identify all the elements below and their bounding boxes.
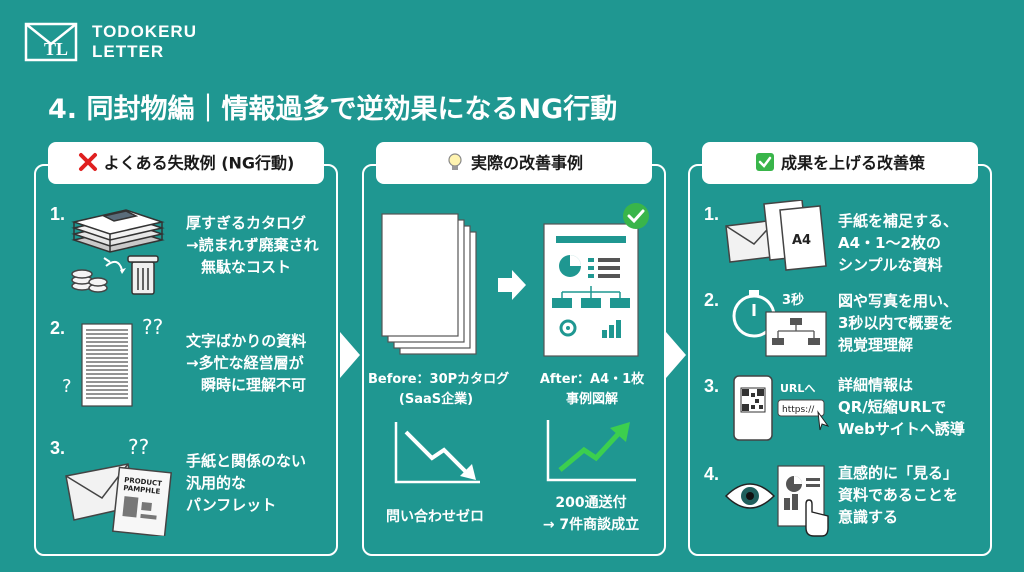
text-line: 手紙と関係のない: [186, 452, 307, 470]
text-line: QR/短縮URLで: [838, 398, 947, 416]
eye-visual-doc-icon: [724, 465, 829, 537]
ng-item-2-text: 文字ばかりの資料 →多忙な経営層が 瞬時に理解不可: [186, 330, 306, 396]
ng-item-1-text: 厚すぎるカタログ →読まれず廃棄され 無駄なコスト: [186, 212, 319, 278]
text-line: 文字ばかりの資料: [186, 332, 307, 350]
text-line: シンプルな資料: [838, 256, 943, 274]
text-line: 視覚理理解: [838, 336, 914, 354]
svg-text:??: ??: [142, 315, 163, 339]
chevron-right-icon: [666, 332, 686, 378]
text-line: 3秒以内で概要を: [838, 314, 954, 332]
case-panel-header: 実際の改善事例: [376, 142, 652, 184]
lightbulb-icon: [448, 152, 462, 170]
text-line: →多忙な経営層が: [186, 354, 304, 372]
timer-diagram-icon: 3秒: [732, 290, 827, 357]
text-line: (SaaS企業): [398, 392, 474, 407]
arrow-right-icon: [498, 270, 526, 300]
ng-panel-header: よくある失敗例 (NG行動): [48, 142, 324, 184]
svg-text:URLへ: URLへ: [780, 382, 815, 395]
item-number: 1.: [704, 204, 720, 224]
page-title: 4. 同封物編｜情報過多で逆効果になるNG行動: [48, 94, 618, 125]
text-line: 詳細情報は: [838, 376, 914, 394]
ng-panel-title: よくある失敗例 (NG行動): [103, 153, 295, 173]
text-line: 事例図解: [565, 392, 618, 407]
solution-1-text: 手紙を補足する、 A4・1〜2枚の シンプルな資料: [838, 210, 958, 276]
text-line: 直感的に「見る」: [838, 464, 959, 482]
one-page-infographic-icon: [543, 203, 649, 357]
brand-line-2: LETTER: [92, 42, 165, 61]
improvement-panel-title: 成果を上げる改善策: [780, 153, 925, 173]
item-number: 2.: [50, 318, 66, 338]
item-number: 2.: [704, 290, 720, 310]
before-caption: Before：30Pカタログ (SaaS企業): [368, 370, 510, 410]
item-number: 4.: [704, 464, 720, 484]
rising-chart-icon: [546, 420, 636, 482]
text-line: 資料であることを: [838, 486, 958, 504]
text-line: After：A4・1枚: [539, 372, 645, 387]
thick-catalog-stack-icon: [381, 213, 477, 355]
improvement-panel-header: 成果を上げる改善策: [702, 142, 978, 184]
cross-mark-icon: [78, 152, 97, 171]
text-line: →読まれず廃棄され: [186, 236, 319, 254]
case-panel-title: 実際の改善事例: [470, 153, 583, 173]
brand-line-1: TODOKERU: [92, 22, 197, 41]
solution-2-text: 図や写真を用い、 3秒以内で概要を 視覚理理解: [838, 290, 958, 356]
chevron-right-icon: [340, 332, 360, 378]
text-line: Webサイトへ誘導: [838, 420, 965, 438]
item-number: 3.: [50, 438, 66, 458]
text-line: 意識する: [838, 508, 899, 526]
thick-catalog-trash-icon: [71, 209, 165, 295]
text-line: → 7件商談成立: [542, 517, 640, 533]
svg-text:PRODUCT: PRODUCT: [124, 476, 163, 488]
text-line: パンフレット: [186, 496, 277, 514]
after-result: 200通送付 → 7件商談成立: [526, 492, 656, 536]
text-line: 厚すぎるカタログ: [186, 214, 307, 232]
envelope-logo-icon: TL: [24, 22, 78, 62]
solution-4-text: 直感的に「見る」 資料であることを 意識する: [838, 462, 958, 528]
svg-text:A4: A4: [792, 233, 811, 248]
before-result: 問い合わせゼロ: [386, 509, 484, 525]
envelope-pamphlet-icon: ?? PRODUCT PAMPHLE: [65, 435, 173, 536]
text-line: 手紙を補足する、: [838, 212, 959, 230]
envelope-a4-doc-icon: A4: [725, 200, 827, 271]
after-caption: After：A4・1枚 事例図解: [524, 370, 660, 410]
text-line: 汎用的な: [186, 474, 247, 492]
text-line: 瞬時に理解不可: [186, 376, 307, 394]
brand-name: TODOKERU LETTER: [92, 22, 197, 62]
text-heavy-document-icon: ?? ?: [62, 315, 163, 407]
svg-text:PAMPHLE: PAMPHLE: [123, 484, 161, 496]
svg-text:TL: TL: [44, 39, 68, 59]
text-line: 無駄なコスト: [186, 258, 292, 276]
svg-text:3秒: 3秒: [782, 292, 804, 308]
solution-3-text: 詳細情報は QR/短縮URLで Webサイトへ誘導: [838, 374, 965, 440]
declining-chart-icon: [394, 422, 480, 484]
item-number: 3.: [704, 376, 720, 396]
text-line: 200通送付: [555, 495, 627, 511]
check-box-icon: [755, 152, 774, 171]
item-number: 1.: [50, 204, 66, 224]
text-line: A4・1〜2枚の: [838, 234, 941, 252]
svg-text:?: ?: [62, 376, 72, 397]
text-line: 図や写真を用い、: [838, 292, 959, 310]
svg-text:https://: https://: [782, 405, 815, 415]
qr-url-phone-icon: URLへ https://: [733, 375, 830, 441]
text-line: Before：30Pカタログ: [368, 372, 510, 387]
svg-text:??: ??: [128, 435, 149, 459]
ng-item-3-text: 手紙と関係のない 汎用的な パンフレット: [186, 450, 306, 516]
brand-logo: TL TODOKERU LETTER: [24, 18, 264, 74]
